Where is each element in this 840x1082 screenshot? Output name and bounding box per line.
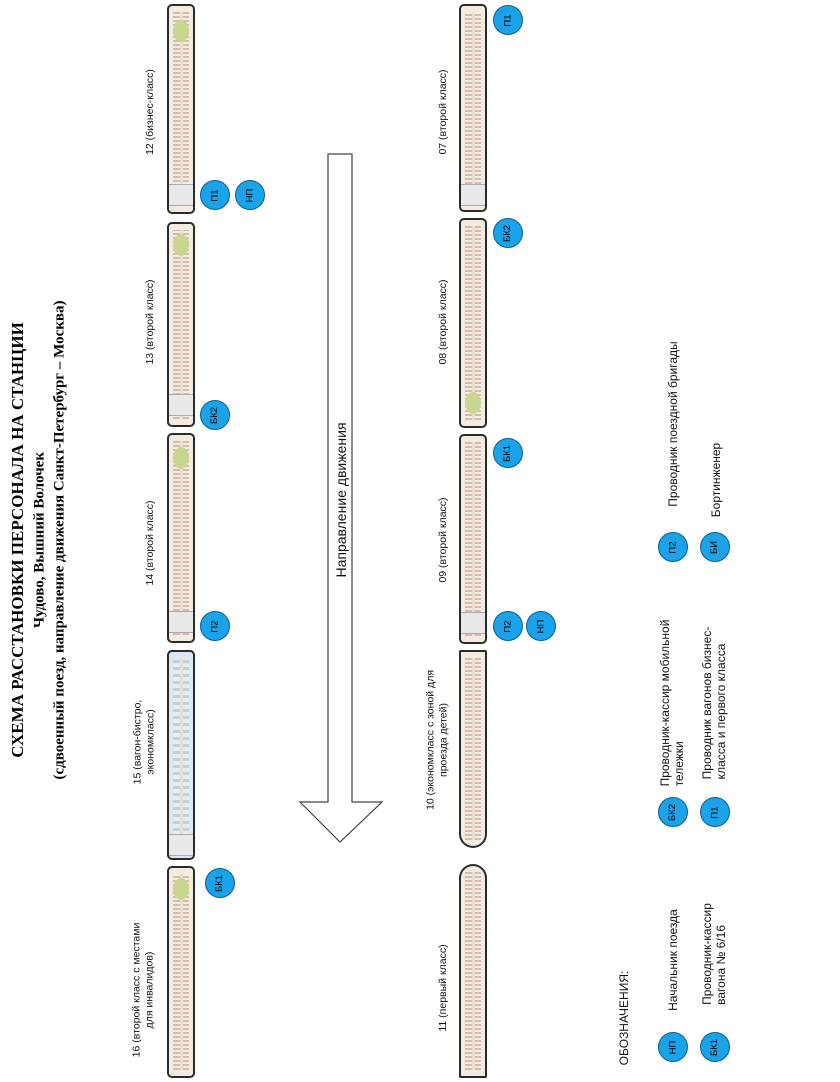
legend-badge-p2: П2	[658, 532, 688, 562]
seat-blob	[173, 447, 189, 469]
vestibule	[169, 611, 193, 633]
car-12	[167, 4, 195, 214]
car-14	[167, 433, 195, 643]
car-label-15: 15 (вагон-бистро,экономкласс)	[131, 699, 157, 785]
vestibule	[169, 184, 193, 206]
seat-blob	[173, 20, 189, 42]
legend-badge-bk1: БК1	[700, 1032, 730, 1062]
car-label-13: 13 (второй класс)	[143, 279, 156, 365]
car-label-12: 12 (бизнес-класс)	[143, 69, 156, 155]
badge-p2: П2	[493, 611, 523, 641]
legend-badge-np: НП	[658, 1032, 688, 1062]
car-label-09: 09 (второй класс)	[436, 497, 449, 583]
badge-bk2: БК2	[200, 400, 230, 430]
badge-bk1: БК1	[493, 438, 523, 468]
car-label-11: 11 (первый класс)	[436, 944, 449, 1032]
car-16	[167, 866, 195, 1078]
badge-np: НП	[526, 611, 556, 641]
legend-badge-bi: БИ	[700, 532, 730, 562]
badge-bk1: БК1	[205, 868, 235, 898]
title-line3: (сдвоенный поезд, направление движения С…	[51, 300, 68, 780]
vestibule	[169, 834, 193, 856]
car-10	[459, 650, 487, 848]
seat-blob	[173, 878, 189, 900]
direction-label: Направление движения	[333, 422, 349, 578]
legend-np-text: Начальник поезда	[666, 909, 680, 1011]
badge-p1: П1	[493, 5, 523, 35]
direction-arrow	[298, 153, 384, 843]
vestibule	[169, 394, 193, 416]
seat-blob	[465, 392, 481, 414]
legend-bi-text: Бортинженер	[709, 442, 723, 518]
legend-badge-p1: П1	[700, 797, 730, 827]
badge-np: НП	[235, 180, 265, 210]
legend-heading: ОБОЗНАЧЕНИЯ:	[617, 970, 631, 1066]
legend-badge-bk2: БК2	[658, 797, 688, 827]
title-line1: СХЕМА РАССТАНОВКИ ПЕРСОНАЛА НА СТАНЦИИ	[8, 322, 27, 758]
badge-p1: П1	[200, 180, 230, 210]
vestibule	[461, 612, 485, 634]
car-label-08: 08 (второй класс)	[436, 279, 449, 365]
title-line2: Чудово, Вышний Волочек	[31, 452, 48, 628]
car-13	[167, 222, 195, 427]
seat-blob	[173, 234, 189, 256]
legend-p1-text: Проводник вагонов бизнес-класса и первог…	[700, 626, 728, 780]
vestibule	[461, 184, 485, 206]
badge-bk2: БК2	[493, 218, 523, 248]
car-07	[459, 4, 487, 212]
car-09	[459, 434, 487, 644]
car-15	[167, 650, 195, 860]
car-08	[459, 218, 487, 428]
car-11	[459, 864, 487, 1078]
car-label-14: 14 (второй класс)	[143, 500, 156, 586]
car-label-07: 07 (второй класс)	[436, 69, 449, 155]
legend-p2-text: Проводник поездной бригады	[666, 341, 680, 507]
badge-p2: П2	[200, 611, 230, 641]
